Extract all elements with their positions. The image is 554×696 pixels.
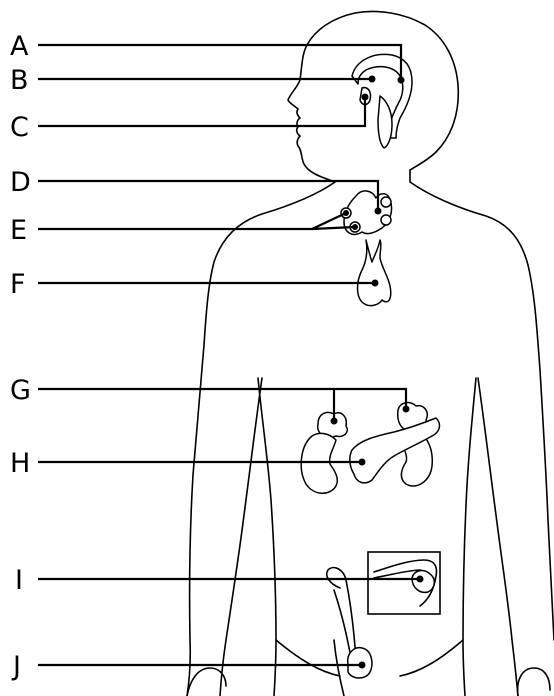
dot-h bbox=[359, 459, 366, 466]
leader-g bbox=[38, 389, 406, 420]
dot-e-lower bbox=[352, 224, 358, 230]
vas-deferens-icon bbox=[327, 568, 356, 664]
left-kidney-icon bbox=[301, 433, 337, 493]
dot-g-right bbox=[403, 406, 410, 413]
organs bbox=[301, 54, 440, 678]
left-arm-inner-outline bbox=[220, 378, 262, 696]
label-j: J bbox=[11, 651, 21, 682]
leg-line bbox=[334, 640, 344, 696]
right-hand-outline bbox=[518, 668, 550, 696]
letter-labels: A B C D E F G H I J bbox=[10, 31, 31, 682]
dot-b bbox=[369, 76, 376, 83]
dot-f bbox=[372, 280, 379, 287]
label-h: H bbox=[10, 448, 30, 479]
label-f: F bbox=[10, 269, 26, 300]
dot-a bbox=[398, 77, 405, 84]
leader-e bbox=[38, 213, 355, 229]
label-c: C bbox=[10, 112, 29, 143]
dot-e-upper bbox=[343, 210, 349, 216]
parathyroid-lower-icon bbox=[381, 215, 391, 225]
dot-i bbox=[417, 576, 424, 583]
leader-a bbox=[38, 45, 401, 78]
thymus-icon bbox=[358, 240, 391, 306]
parathyroid-upper-icon bbox=[381, 197, 391, 207]
label-g: G bbox=[10, 375, 31, 406]
label-d: D bbox=[10, 167, 31, 198]
leader-c bbox=[38, 98, 365, 126]
label-e: E bbox=[10, 215, 27, 246]
head-outline bbox=[288, 12, 458, 183]
label-i: I bbox=[15, 565, 23, 596]
dot-g-left bbox=[331, 418, 338, 425]
right-torso-outline bbox=[463, 378, 476, 696]
label-b: B bbox=[10, 65, 29, 96]
left-torso-outline bbox=[258, 378, 276, 696]
leader-lines bbox=[38, 45, 420, 665]
label-a: A bbox=[10, 31, 29, 62]
dot-d bbox=[375, 208, 382, 215]
dot-j bbox=[359, 662, 366, 669]
right-arm-inner-outline bbox=[478, 378, 518, 696]
dot-c bbox=[362, 94, 369, 101]
leader-d bbox=[38, 181, 378, 210]
brainstem-icon bbox=[378, 96, 392, 148]
